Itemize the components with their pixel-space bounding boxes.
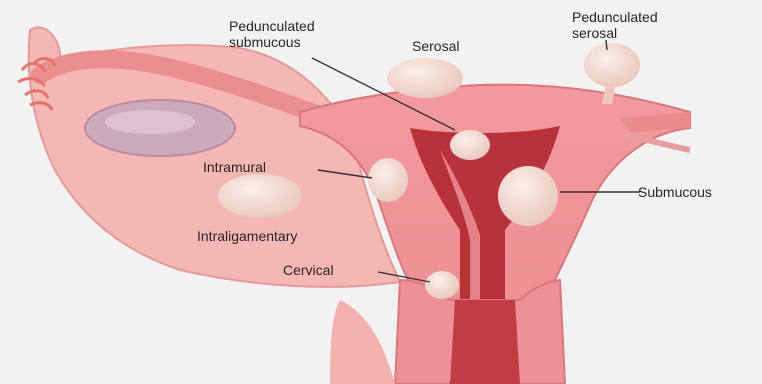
ovary-highlight <box>105 110 195 134</box>
leader-pedunculated-serosal <box>606 40 607 50</box>
label-pedunculated-serosal-line1: Pedunculated <box>572 9 658 25</box>
fibroid-pedunculated-serosal <box>584 43 640 87</box>
label-pedunculated-serosal: Pedunculated serosal <box>572 9 658 41</box>
label-pedunculated-submucous: Pedunculated submucous <box>229 18 315 50</box>
fibroid-submucous <box>498 166 558 226</box>
vaginal-wall <box>330 300 395 384</box>
fibroid-serosal <box>387 58 463 98</box>
fibroid-intraligamentary <box>218 174 302 218</box>
fibroid-cervical <box>425 271 459 299</box>
cervical-canal <box>450 300 520 384</box>
label-cervical: Cervical <box>283 262 334 278</box>
fibroid-intramural <box>368 158 408 202</box>
label-pedunculated-submucous-line2: submucous <box>229 34 315 50</box>
label-submucous: Submucous <box>638 184 712 200</box>
fibroid-pedunculated-submucous <box>450 130 490 160</box>
label-intramural: Intramural <box>203 159 266 175</box>
label-pedunculated-submucous-line1: Pedunculated <box>229 18 315 34</box>
label-pedunculated-serosal-line2: serosal <box>572 25 658 41</box>
label-serosal: Serosal <box>412 38 459 54</box>
label-intraligamentary: Intraligamentary <box>197 228 297 244</box>
